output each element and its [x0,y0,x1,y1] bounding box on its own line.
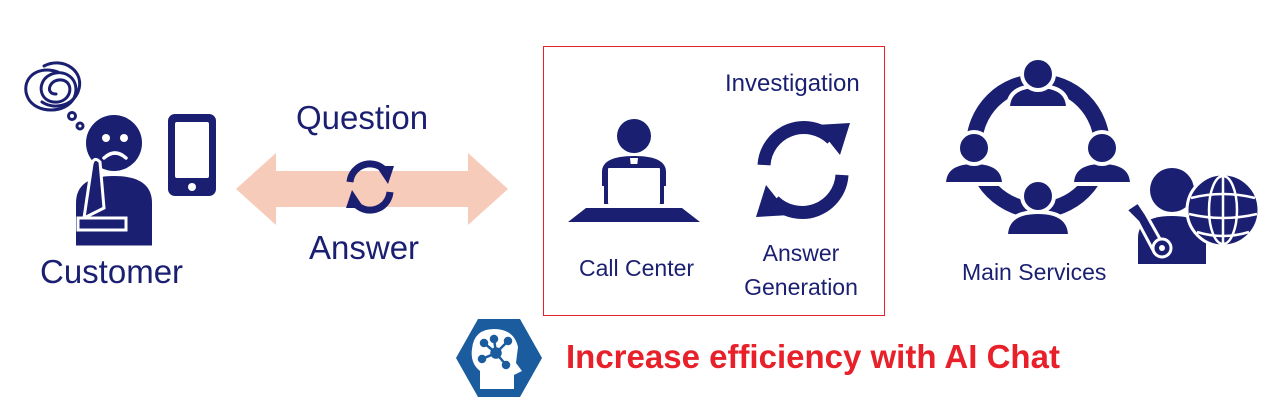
answer-generation-label: Answer Generation [726,236,876,304]
investigation-label: Investigation [725,70,860,97]
answer-generation-line1: Answer [762,240,840,266]
smartphone-icon [168,114,216,196]
refresh-cycle-icon [346,160,394,214]
double-arrow-icon [236,153,508,225]
confused-customer-icon [24,61,152,246]
customer-label: Customer [40,253,184,290]
answer-label: Answer [309,229,420,266]
investigation-cycle-icon [756,121,850,219]
network-people-icon [942,56,1135,238]
answer-generation-line2: Generation [744,274,858,300]
globe-icon [1185,172,1261,248]
ai-chat-slogan: Increase efficiency with AI Chat [566,338,1060,375]
call-center-box [543,46,885,316]
call-center-agent-icon [568,119,700,222]
call-center-label: Call Center [579,255,695,281]
ai-brain-icon [456,319,542,397]
question-label: Question [296,99,429,136]
support-engineer-icon [1124,168,1206,264]
main-services-label: Main Services [962,259,1107,285]
